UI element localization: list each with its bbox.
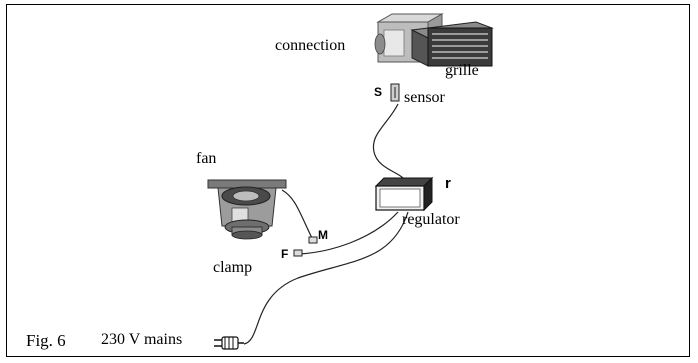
plug-icon bbox=[214, 336, 244, 350]
fan-cable bbox=[281, 189, 313, 239]
regulator-icon bbox=[374, 176, 434, 212]
grille-icon bbox=[410, 21, 494, 67]
grille-label: grille bbox=[445, 62, 479, 79]
fan-motor-connector-icon bbox=[308, 236, 318, 244]
figure-caption: Fig. 6 bbox=[26, 331, 66, 350]
regulator-to-clamp-cable bbox=[299, 211, 399, 255]
figure-frame bbox=[6, 4, 690, 357]
regulator-tag: r bbox=[445, 175, 451, 192]
sensor-cable bbox=[372, 103, 407, 183]
fan-icon bbox=[207, 179, 287, 240]
fan-label: fan bbox=[196, 150, 217, 167]
sensor-tag: S bbox=[374, 85, 383, 99]
clamp-label: clamp bbox=[213, 259, 253, 276]
regulator-label: regulator bbox=[402, 211, 460, 228]
clamp-tag: F bbox=[281, 247, 289, 261]
mains-label: 230 V mains bbox=[101, 331, 183, 348]
fan-motor-tag: M bbox=[318, 228, 328, 242]
sensor-label: sensor bbox=[404, 89, 445, 106]
mains-cable bbox=[243, 211, 409, 345]
sensor-icon bbox=[390, 83, 400, 102]
clamp-connector-icon bbox=[293, 249, 303, 257]
connection-label: connection bbox=[275, 37, 346, 54]
